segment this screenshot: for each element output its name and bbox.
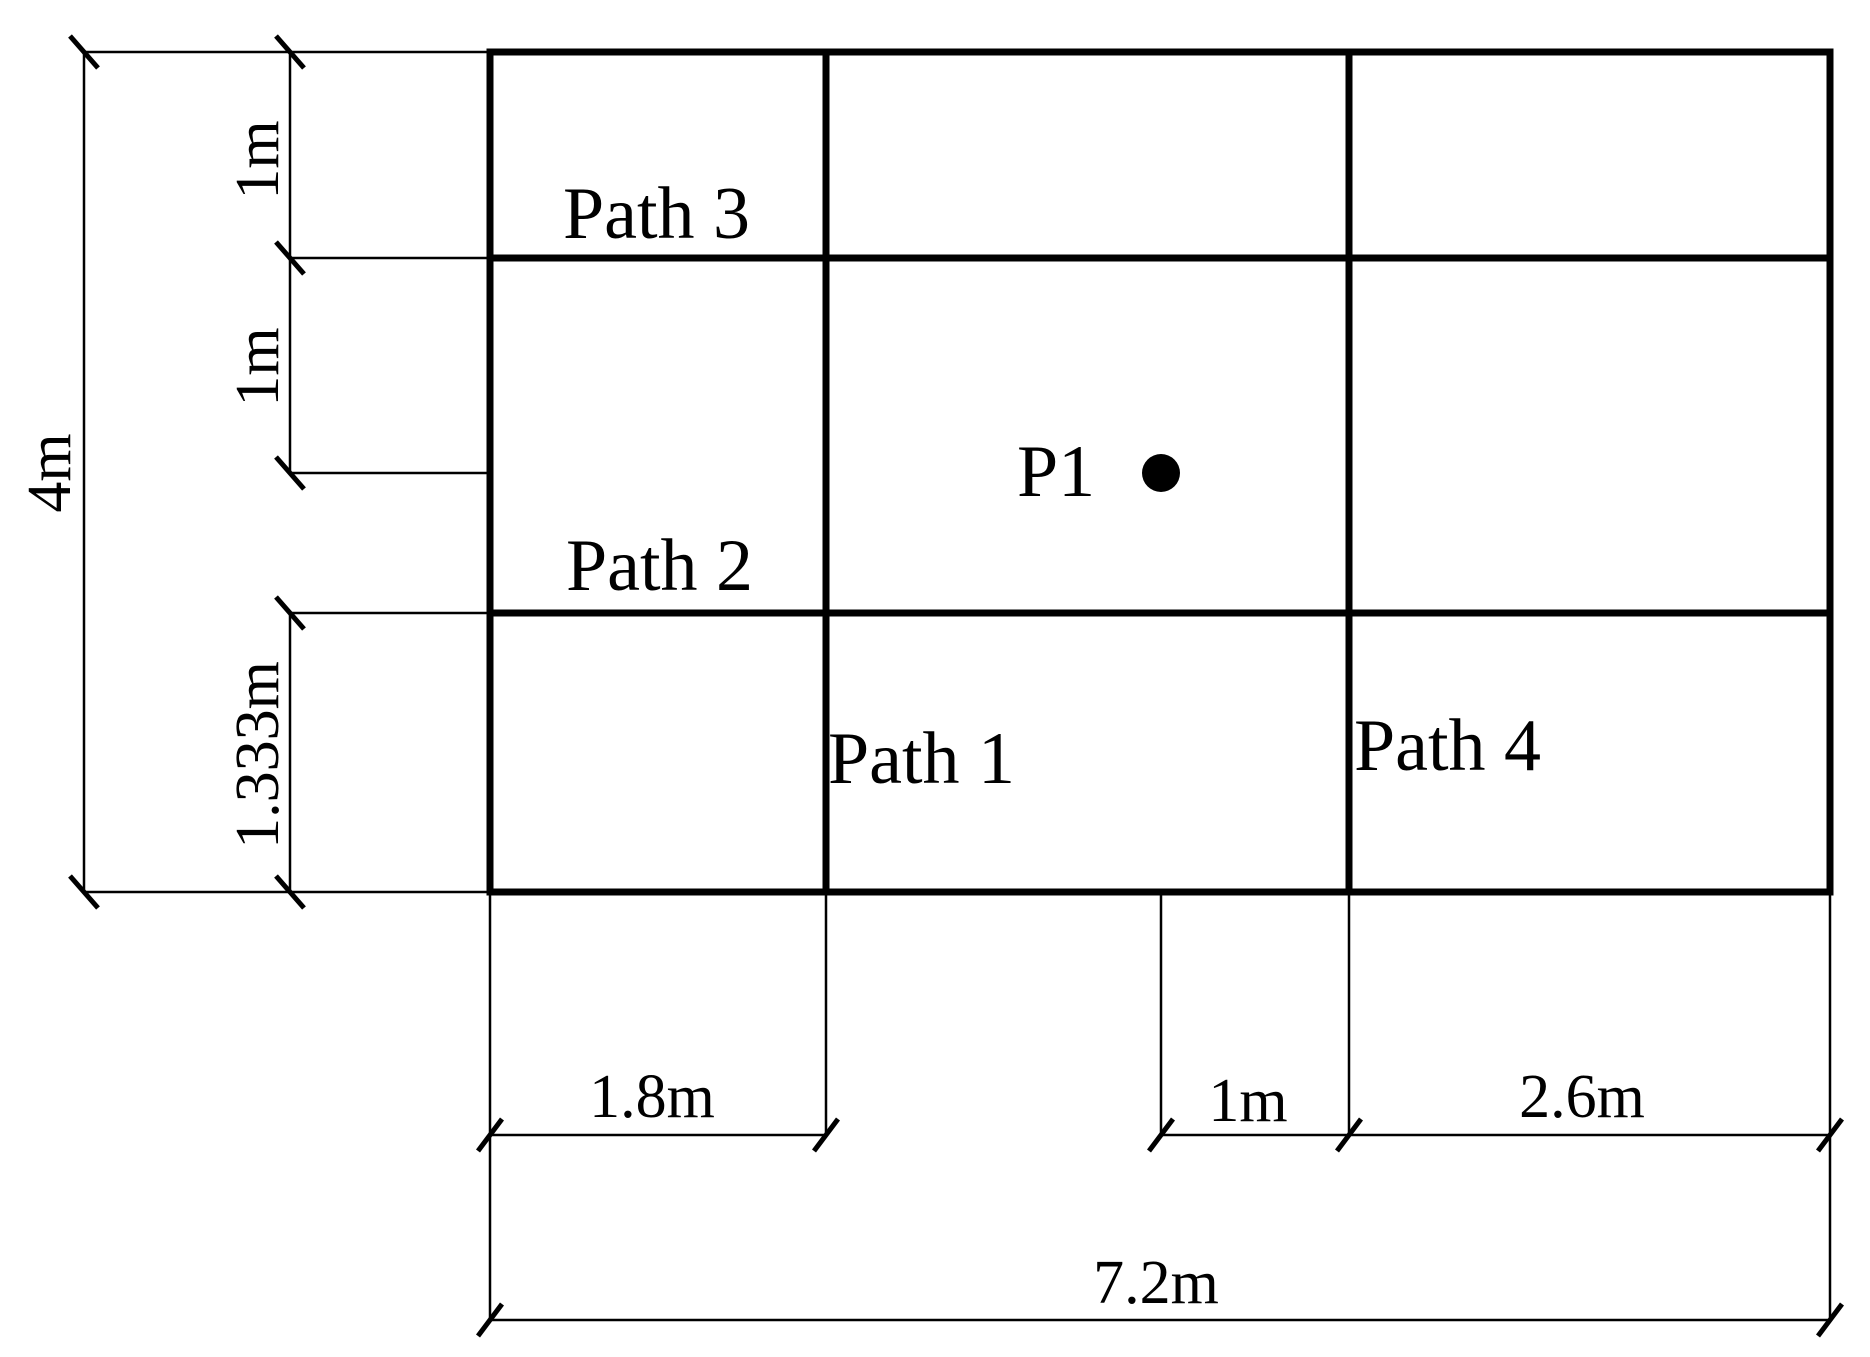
path-4-label: Path 4 (1354, 705, 1541, 787)
dim-middle-offset: 1m (224, 327, 292, 406)
dim-total-height: 4m (16, 433, 84, 512)
point-p1-marker (1142, 454, 1180, 492)
dim-left-col: 1.8m (589, 1063, 715, 1131)
point-p1-label: P1 (1017, 431, 1095, 513)
bottom-dimensions (476, 892, 1844, 1338)
path-1-label: Path 1 (828, 718, 1015, 800)
dim-right-col: 2.6m (1519, 1063, 1645, 1131)
dim-total-width: 7.2m (1093, 1249, 1219, 1317)
dim-point-offset: 1m (1208, 1067, 1287, 1135)
path-2-label: Path 2 (566, 525, 753, 607)
left-dimensions (68, 34, 490, 910)
dim-top-row: 1m (224, 120, 292, 199)
dim-bottom-row: 1.333m (224, 661, 292, 849)
path-3-label: Path 3 (563, 173, 750, 255)
